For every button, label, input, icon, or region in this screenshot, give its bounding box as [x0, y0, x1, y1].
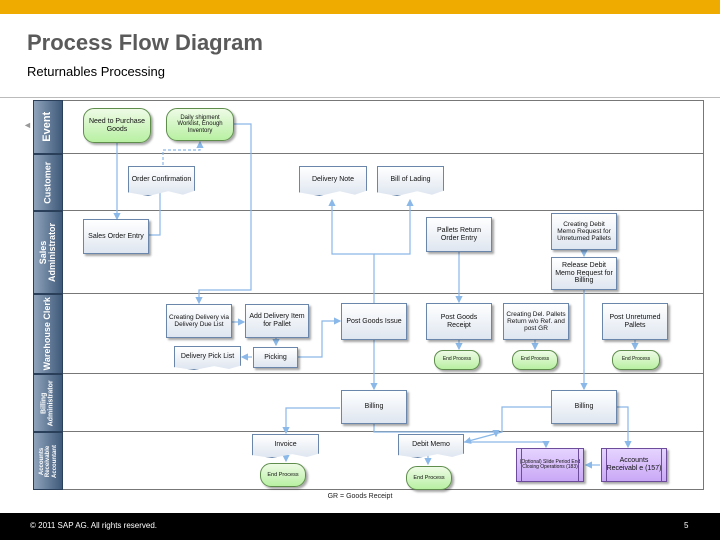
lane-customer — [63, 154, 704, 211]
left-arrow-icon: ◄ — [23, 120, 32, 130]
page-subtitle: Returnables Processing — [27, 64, 166, 79]
process-release-debit-memo-request[interactable]: Release Debit Memo Request for Billing — [551, 257, 617, 290]
lane-event — [63, 100, 704, 154]
process-pallets-return-order-entry[interactable]: Pallets Return Order Entry — [426, 217, 492, 252]
doc-bill-of-lading[interactable]: Bill of Lading — [377, 166, 444, 196]
doc-delivery-note[interactable]: Delivery Note — [299, 166, 367, 196]
process-creating-delivery[interactable]: Creating Delivery via Delivery Due List — [166, 304, 232, 338]
doc-debit-memo[interactable]: Debit Memo — [398, 434, 464, 458]
lane-header-accounts: Accounts Receivable Accountant — [33, 432, 63, 490]
doc-invoice[interactable]: Invoice — [252, 434, 319, 458]
process-post-unreturned-pallets[interactable]: Post Unreturned Pallets — [602, 303, 668, 340]
copyright-text: © 2011 SAP AG. All rights reserved. — [30, 521, 157, 530]
node-need-to-purchase-goods[interactable]: Need to Purchase Goods — [83, 108, 151, 143]
process-post-goods-issue[interactable]: Post Goods Issue — [341, 303, 407, 340]
lane-accounts — [63, 432, 704, 490]
doc-order-confirmation[interactable]: Order Confirmation — [128, 166, 195, 196]
doc-delivery-pick-list[interactable]: Delivery Pick List — [174, 346, 241, 370]
footnote: GR = Goods Receipt — [327, 493, 393, 500]
lane-header-event: Event — [33, 100, 63, 154]
end-process-warehouse-2[interactable]: End Process — [512, 350, 558, 370]
end-process-warehouse-3[interactable]: End Process — [612, 350, 660, 370]
lane-sales — [63, 211, 704, 294]
divider-line — [0, 97, 720, 98]
process-billing-1[interactable]: Billing — [341, 390, 407, 424]
process-add-delivery-item[interactable]: Add Delivery Item for Pallet — [245, 304, 309, 338]
process-sales-order-entry[interactable]: Sales Order Entry — [83, 219, 149, 254]
process-picking[interactable]: Picking — [253, 347, 298, 368]
process-creating-del-pallets-return[interactable]: Creating Del. Pallets Return w/o Ref. an… — [503, 303, 569, 340]
accent-bar — [0, 0, 720, 14]
process-create-debit-memo-request[interactable]: Creating Debit Memo Request for Unreturn… — [551, 213, 617, 250]
process-billing-2[interactable]: Billing — [551, 390, 617, 424]
lane-header-customer: Customer — [33, 154, 63, 211]
process-optional-period-end-closing[interactable]: (Optional) Slide Period End Closing Oper… — [516, 448, 584, 482]
node-daily-shipment-worklist[interactable]: Daily shipment Worklist, Enough Inventor… — [166, 108, 234, 141]
lane-header-billing: Billing Administrator — [33, 374, 63, 432]
lane-header-warehouse: Warehouse Clerk — [33, 294, 63, 374]
lane-warehouse — [63, 294, 704, 374]
end-process-warehouse-1[interactable]: End Process — [434, 350, 480, 370]
page-number: 5 — [684, 521, 689, 530]
process-post-goods-receipt[interactable]: Post Goods Receipt — [426, 303, 492, 340]
page-title: Process Flow Diagram — [27, 30, 263, 55]
process-accounts-receivable[interactable]: Accounts Receivabl e (157) — [601, 448, 667, 482]
footer-bar: © 2011 SAP AG. All rights reserved. 5 — [0, 513, 720, 540]
lane-header-sales: Sales Administrator — [33, 211, 63, 294]
end-process-accounts-2[interactable]: End Process — [406, 466, 452, 490]
end-process-accounts-1[interactable]: End Process — [260, 463, 306, 487]
